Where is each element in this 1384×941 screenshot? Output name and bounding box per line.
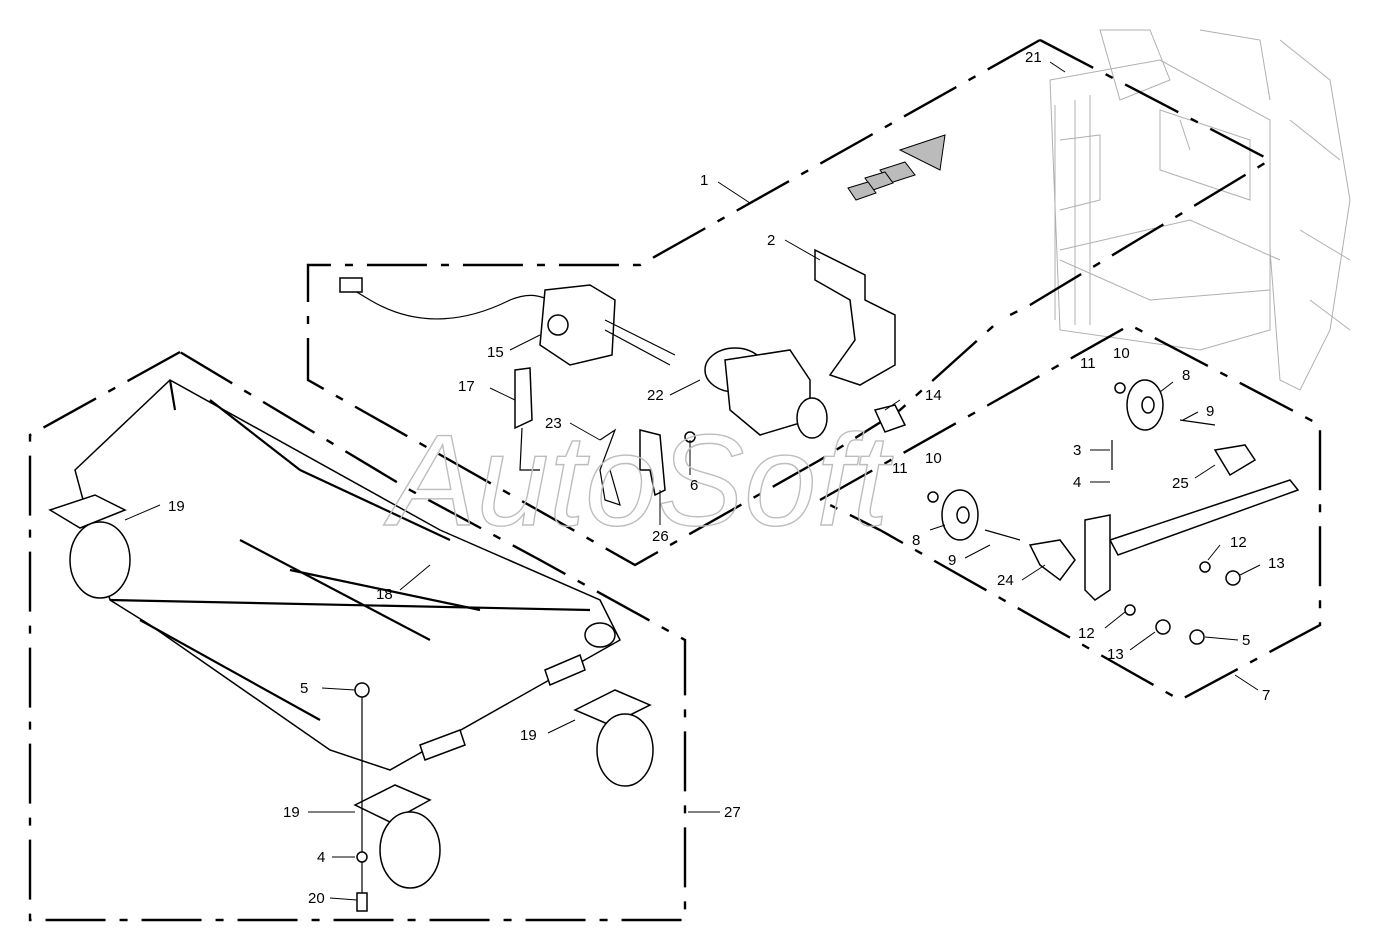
callout-labels: 1 2 15 17 22 23 6 26 14 11 11 10 10 8 8 … [168, 49, 1285, 907]
callout-9a: 9 [1206, 403, 1214, 420]
frame-part-18 [74, 379, 621, 771]
callout-25: 25 [1172, 475, 1189, 492]
callout-1: 1 [700, 172, 708, 189]
callout-19a: 19 [168, 498, 185, 515]
caster-part-19-b [573, 689, 654, 787]
callout-7: 7 [1262, 687, 1270, 704]
callout-15: 15 [487, 344, 504, 361]
callout-19b: 19 [520, 727, 537, 744]
callout-2: 2 [767, 232, 775, 249]
callout-14: 14 [925, 387, 942, 404]
callout-5b: 5 [300, 680, 308, 697]
wire-part-23 [599, 428, 621, 506]
callout-26: 26 [652, 528, 669, 545]
callout-21: 21 [1025, 49, 1042, 66]
callout-4a: 4 [1073, 474, 1081, 491]
connector-part-14 [873, 404, 907, 433]
callout-5a: 5 [1242, 632, 1250, 649]
callout-19c: 19 [283, 804, 300, 821]
callout-27: 27 [724, 804, 741, 821]
motor-part-22 [704, 347, 828, 439]
switch-part-15 [339, 277, 676, 366]
callout-17: 17 [458, 378, 475, 395]
pulley-assembly-part-7 [927, 379, 1300, 645]
plug-part-17 [514, 367, 540, 471]
callout-8b: 8 [912, 532, 920, 549]
direction-arrow-icon [847, 134, 946, 201]
callout-18: 18 [376, 586, 393, 603]
callout-12a: 12 [1230, 534, 1247, 551]
callout-9b: 9 [948, 552, 956, 569]
callout-4b: 4 [317, 849, 325, 866]
callout-3: 3 [1073, 442, 1081, 459]
callout-12b: 12 [1078, 625, 1095, 642]
machine-frame-ghost [1049, 29, 1351, 391]
callout-23: 23 [545, 415, 562, 432]
caster-part-19-a [48, 494, 131, 599]
callout-22: 22 [647, 387, 664, 404]
callout-13b: 13 [1107, 646, 1124, 663]
callout-13a: 13 [1268, 555, 1285, 572]
callout-10b: 10 [925, 450, 942, 467]
bracket-part-2 [814, 248, 896, 386]
clip-part-26 [639, 429, 696, 497]
callout-11b: 11 [892, 460, 908, 477]
caster-part-19-c [353, 784, 441, 889]
callout-leaders [124, 61, 1261, 901]
callout-11a: 11 [1080, 355, 1096, 372]
callout-24: 24 [997, 572, 1014, 589]
callout-8a: 8 [1182, 367, 1190, 384]
callout-6: 6 [690, 477, 698, 494]
callout-10a: 10 [1113, 345, 1130, 362]
watermark-text: AutoSoft [383, 407, 894, 553]
callout-20: 20 [308, 890, 325, 907]
